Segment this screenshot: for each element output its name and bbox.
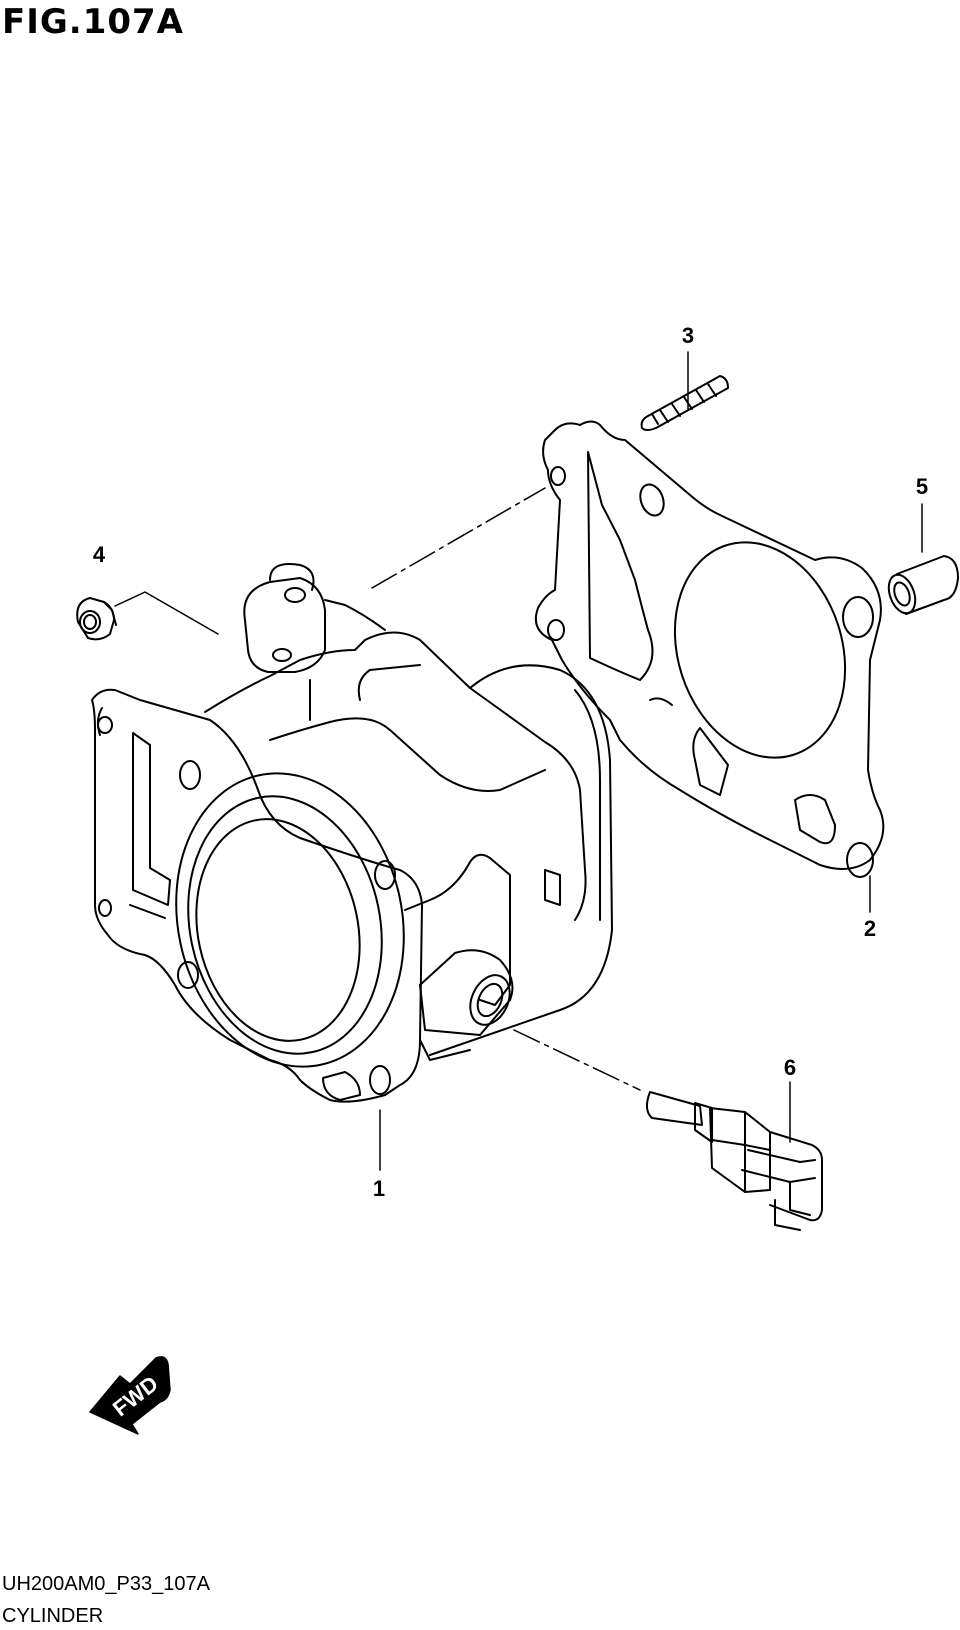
figure-name: CYLINDER <box>2 1605 104 1627</box>
alignment-lines <box>371 487 641 1091</box>
callout-4: 4 <box>93 542 106 567</box>
figure-code: UH200AM0_P33_107A <box>2 1573 210 1595</box>
stud-part <box>640 375 729 431</box>
figure-title: FIG.107A <box>2 2 184 42</box>
fwd-arrow-icon: FWD <box>89 1356 171 1435</box>
callout-2: 2 <box>864 916 876 941</box>
callout-labels: 1 2 3 4 5 6 <box>93 323 928 1201</box>
callout-1: 1 <box>373 1176 385 1201</box>
gasket-part <box>534 420 885 878</box>
callout-6: 6 <box>784 1055 796 1080</box>
nut-part <box>76 597 117 641</box>
cylinder-part <box>91 563 613 1103</box>
dowel-pin-part <box>887 555 959 615</box>
callout-3: 3 <box>682 323 694 348</box>
leader-lines <box>114 351 923 1171</box>
callout-5: 5 <box>916 474 928 499</box>
sensor-part <box>646 1091 823 1231</box>
